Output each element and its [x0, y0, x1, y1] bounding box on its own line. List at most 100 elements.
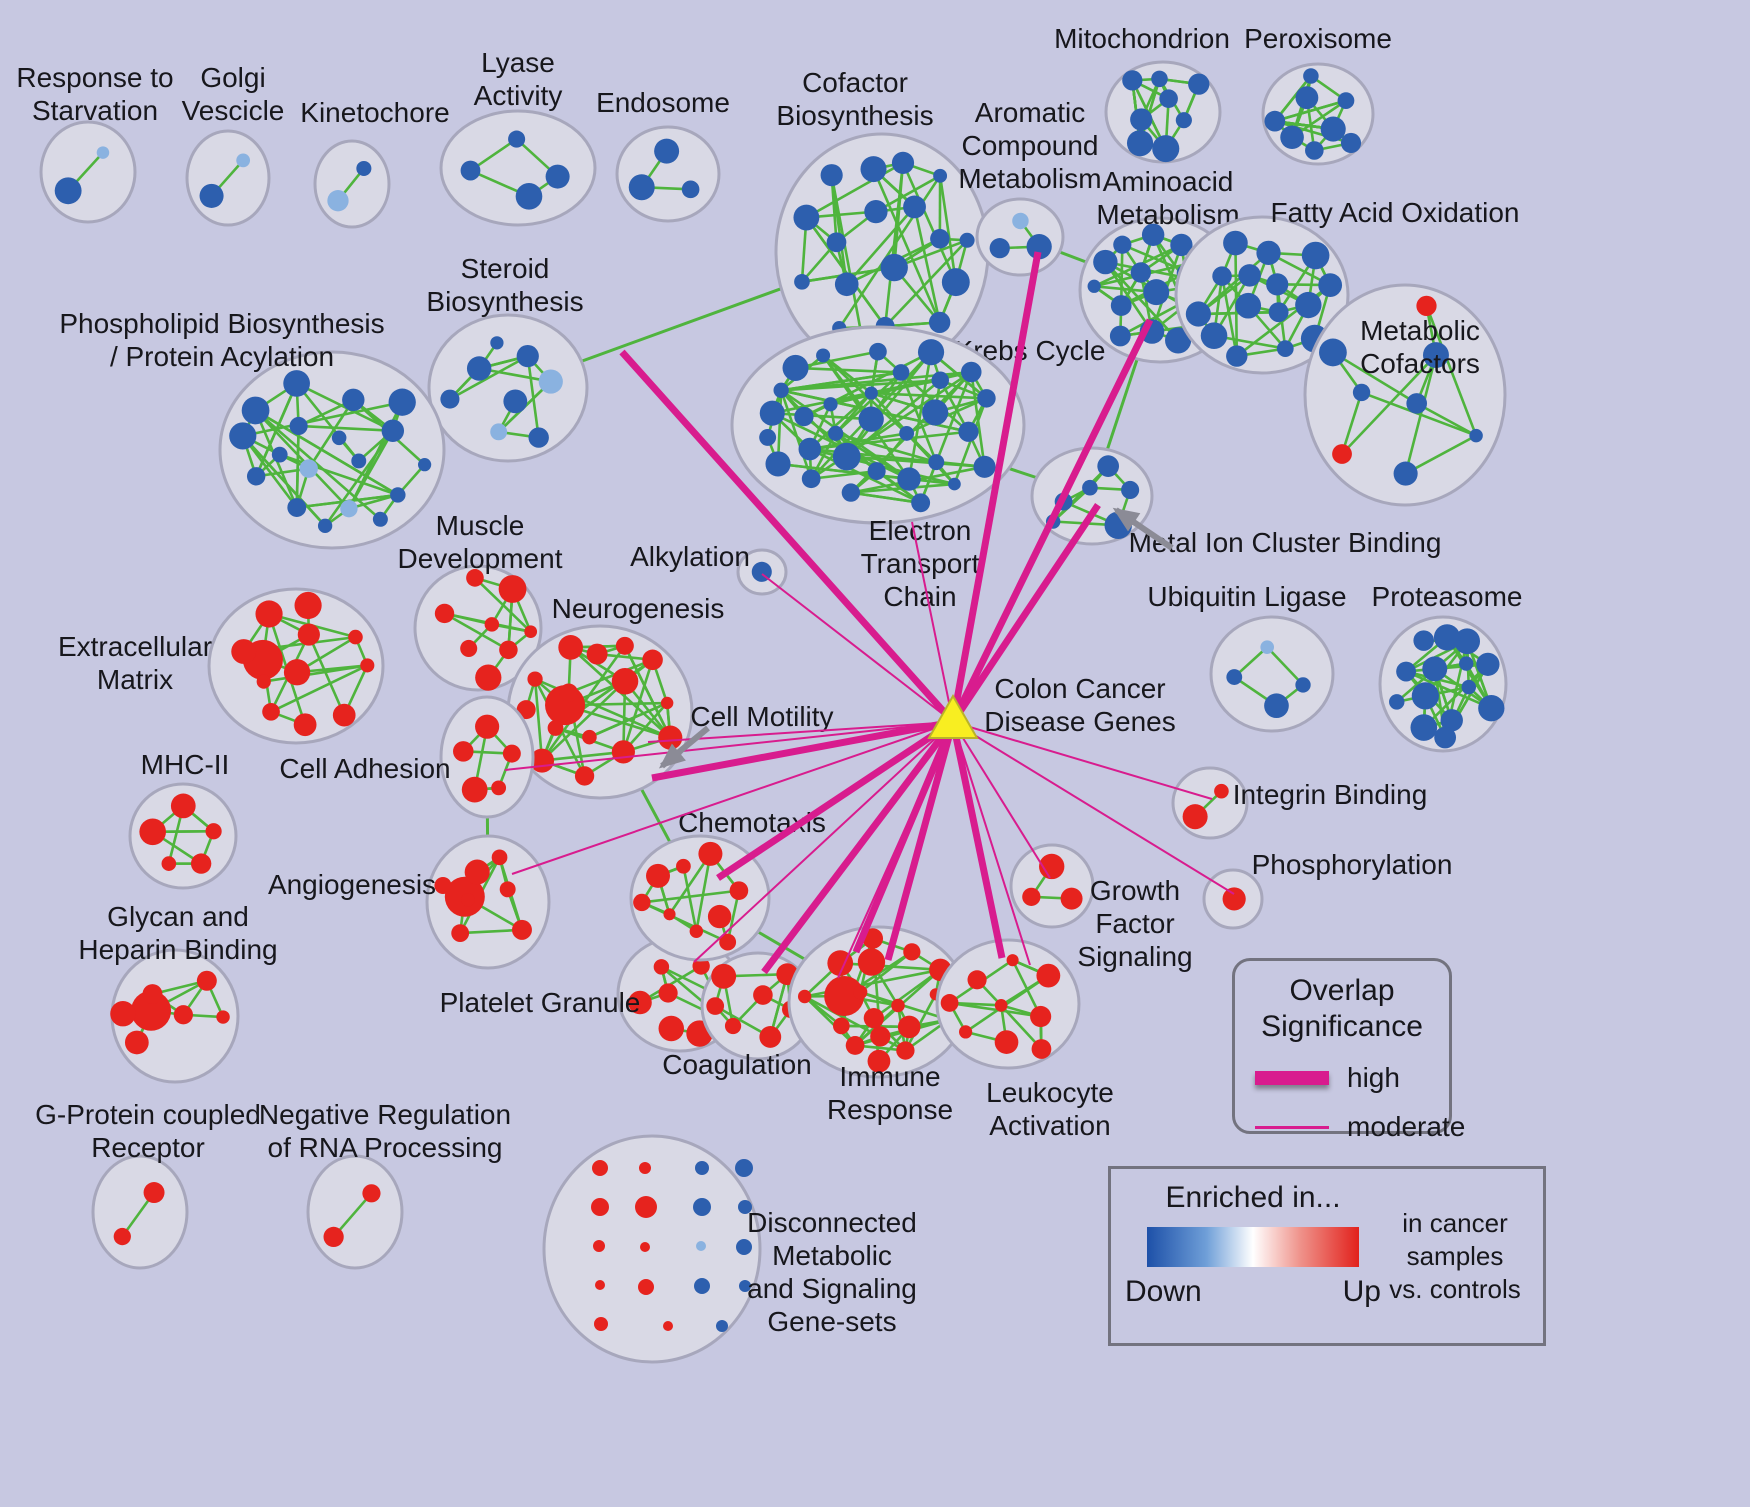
gene-set-node: [1185, 301, 1211, 327]
gene-set-node: [595, 1280, 605, 1290]
gene-set-node: [451, 924, 470, 942]
edge: [295, 425, 300, 508]
cluster-label: Glycan and: [107, 901, 249, 932]
gene-set-node: [1305, 141, 1324, 160]
edge: [901, 162, 958, 283]
gene-set-node: [1022, 887, 1041, 906]
gene-set-node: [1295, 291, 1322, 319]
gene-set-node: [917, 339, 945, 366]
gene-set-node: [793, 204, 820, 231]
gene-set-node: [864, 199, 888, 224]
gene-set-node: [1303, 68, 1319, 84]
gene-set-node: [475, 714, 500, 739]
cluster-label: Phospholipid Biosynthesis: [59, 308, 384, 339]
gene-set-node: [1260, 640, 1275, 654]
cluster-label: Metabolic: [772, 1240, 892, 1271]
edge: [641, 889, 740, 904]
edge: [830, 174, 864, 342]
cluster-label: Electron: [869, 515, 972, 546]
edge: [871, 391, 987, 400]
cluster-label: of RNA Processing: [268, 1132, 503, 1163]
gene-set-node: [892, 364, 910, 381]
gene-set-node: [110, 1001, 136, 1027]
cluster-label: Response: [827, 1094, 953, 1125]
gene-set-node: [499, 881, 516, 898]
gene-set-node: [360, 658, 375, 673]
edge: [780, 389, 910, 481]
gene-set-node: [256, 674, 271, 689]
gene-set-node: [1433, 624, 1461, 651]
gene-set-node: [1268, 302, 1289, 323]
gene-set-node: [1337, 92, 1355, 109]
gene-set-node: [941, 268, 970, 297]
gene-set-node: [931, 371, 949, 389]
gene-set-node: [1141, 223, 1165, 247]
gene-set-node: [994, 999, 1008, 1012]
overlap-link-platelet-granule: [693, 721, 954, 963]
gene-set-node: [170, 793, 196, 819]
gene-set-node: [255, 600, 283, 628]
gradient-ends: Down Up: [1125, 1275, 1381, 1309]
gene-set-node: [638, 1279, 654, 1295]
edge: [777, 462, 910, 481]
cluster-label: Metabolism: [1096, 199, 1239, 230]
edge: [1422, 663, 1489, 729]
gene-set-node: [782, 354, 809, 381]
note-line: in cancer: [1402, 1207, 1508, 1238]
gene-set-node: [698, 841, 723, 866]
edge: [460, 928, 523, 935]
gene-set-node: [527, 671, 543, 687]
gene-set-node: [628, 174, 655, 201]
gradient-bar: [1147, 1227, 1359, 1267]
gene-set-node: [574, 766, 595, 786]
edge: [913, 206, 941, 323]
legend-title-line: Significance: [1261, 1010, 1423, 1043]
gene-set-node: [199, 183, 224, 208]
edge: [872, 168, 941, 323]
gene-set-node: [903, 195, 926, 219]
gene-set-node: [867, 1049, 891, 1073]
cluster-label: Matrix: [97, 664, 173, 695]
gene-set-node: [466, 569, 484, 587]
gene-set-node: [928, 311, 951, 334]
gene-set-node: [663, 908, 676, 921]
gene-set-node: [362, 1184, 381, 1203]
cluster-label: Signaling: [1077, 941, 1192, 972]
edge: [1341, 354, 1437, 455]
gene-set-node: [1416, 295, 1437, 316]
gene-set-node: [1121, 480, 1140, 500]
gene-set-node: [989, 238, 1010, 259]
gene-set-node: [891, 151, 915, 175]
gene-set-node: [461, 776, 488, 803]
gene-set-node: [694, 1278, 710, 1294]
gene-set-node: [460, 639, 478, 657]
gene-set-node: [289, 416, 308, 436]
cluster-ellipse: [1209, 615, 1335, 733]
gene-set-node: [958, 421, 979, 442]
gene-set-node: [794, 273, 810, 290]
edge: [795, 350, 879, 370]
gene-set-node: [633, 893, 651, 912]
gene-set-node: [327, 190, 349, 212]
gene-set-node: [1031, 1039, 1052, 1059]
gene-set-node: [317, 518, 333, 533]
cluster-ellipse: [425, 834, 551, 970]
metal-ion-pointer: [1112, 507, 1174, 551]
cluster-label: Phosphorylation: [1252, 849, 1453, 880]
gene-set-node: [794, 406, 814, 427]
gene-set-node: [1082, 479, 1098, 496]
gene-set-node: [729, 881, 749, 900]
gene-set-node: [826, 232, 847, 253]
gene-set-node: [591, 1198, 609, 1216]
gene-set-node: [1340, 132, 1362, 154]
cluster-label: MHC-II: [141, 749, 230, 780]
overlap-links-layer: [504, 251, 1235, 979]
cluster-integrin-binding: Integrin Binding: [1171, 766, 1427, 840]
gene-set-node: [173, 1005, 193, 1025]
gene-set-node: [1170, 233, 1193, 257]
gene-set-node: [594, 1317, 608, 1331]
gene-set-node: [1151, 70, 1168, 88]
enrichment-title: Enriched in...: [1165, 1181, 1341, 1214]
